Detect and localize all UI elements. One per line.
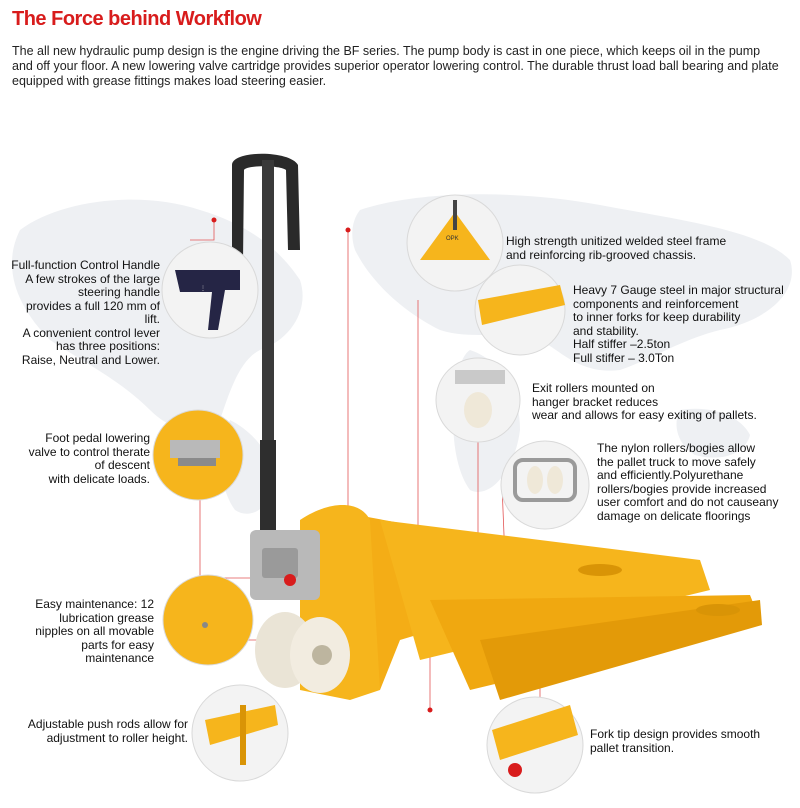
callout-frame-detail xyxy=(406,194,504,292)
caption-frame: High strength unitized welded steel fram… xyxy=(506,234,727,262)
callout-nylon-rollers-detail xyxy=(500,440,590,530)
callout-maintenance-detail xyxy=(162,574,254,666)
fork-assembly xyxy=(300,505,762,700)
frame-plate-label: OPK xyxy=(446,236,459,242)
callout-gauge-detail xyxy=(474,264,566,356)
page-title: The Force behind Workflow xyxy=(12,8,262,30)
caption-maintenance: Easy maintenance: 12 lubrication grease … xyxy=(35,597,154,665)
caption-fork-tip: Fork tip design provides smooth pallet t… xyxy=(590,727,761,755)
steer-wheels xyxy=(255,612,350,693)
caption-exit-rollers: Exit rollers mounted on hanger bracket r… xyxy=(532,381,757,422)
callout-fork-tip-detail xyxy=(486,696,584,794)
caption-control-handle: Full-function Control Handle A few strok… xyxy=(11,258,160,367)
callout-exit-rollers-detail xyxy=(435,357,521,443)
handle-assembly xyxy=(232,153,300,590)
pump-body xyxy=(250,530,320,600)
intro-paragraph: The all new hydraulic pump design is the… xyxy=(12,44,779,88)
callout-push-rods-detail xyxy=(191,684,289,782)
caption-push-rods: Adjustable push rods allow for adjustmen… xyxy=(27,717,188,745)
caption-gauge-steel: Heavy 7 Gauge steel in major structural … xyxy=(573,283,784,365)
caption-foot-pedal: Foot pedal lowering valve to control the… xyxy=(28,431,150,486)
callout-foot-pedal-detail xyxy=(152,409,244,501)
callout-handle-detail: ⋮ xyxy=(161,241,259,339)
caption-nylon-rollers: The nylon rollers/bogies allow the palle… xyxy=(597,441,779,523)
svg-text:⋮: ⋮ xyxy=(200,286,206,292)
